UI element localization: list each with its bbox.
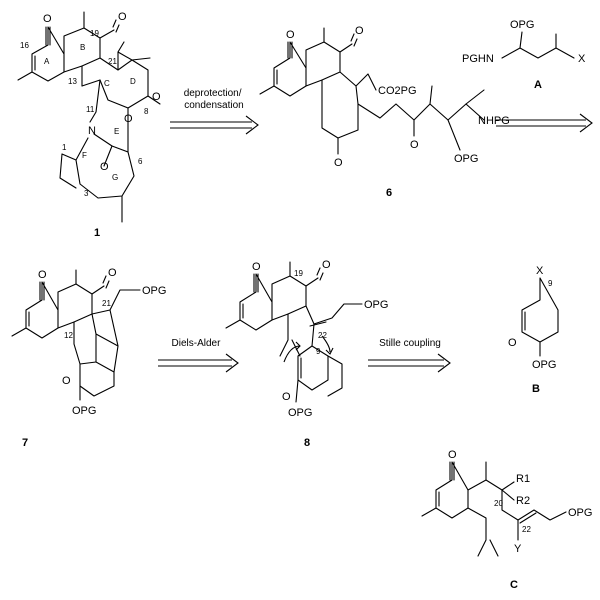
c8-pos-9: 9 — [316, 347, 321, 356]
c7-atom-o1: O — [38, 269, 47, 281]
arrow-label-deprotection-condensation: deprotection/ condensation — [184, 88, 245, 111]
c8-atom-o1: O — [252, 261, 261, 273]
c1-pos-8: 8 — [144, 107, 149, 116]
fragment-c-position-numbers: 20 22 — [494, 499, 531, 534]
c7-pos-21: 21 — [102, 299, 111, 308]
fa-atom-x: X — [578, 53, 586, 65]
c6-atom-o1: O — [286, 29, 295, 41]
fragment-b-position-numbers: 9 — [548, 279, 553, 288]
fragment-b-structure — [521, 277, 559, 357]
c1-pos-21: 21 — [108, 57, 117, 66]
ring-label-a: A — [44, 57, 50, 66]
c8-pos-22: 22 — [318, 331, 327, 340]
fc-atom-r1: R1 — [516, 473, 530, 485]
fb-pos-9: 9 — [548, 279, 553, 288]
c1-pos-3: 3 — [84, 189, 89, 198]
ring-label-b: B — [80, 43, 85, 52]
compound-7-structure — [11, 269, 141, 401]
fc-atom-y: Y — [514, 543, 522, 555]
c7-atom-o2: O — [108, 267, 117, 279]
compound-label-b: B — [532, 383, 540, 395]
compound-label-8: 8 — [304, 437, 310, 449]
c1-pos-1: 1 — [62, 143, 67, 152]
c8-atom-opg2: OPG — [288, 407, 312, 419]
compound-label-1: 1 — [94, 227, 100, 239]
fragment-c-structure — [421, 461, 567, 557]
c6-atom-o3: O — [334, 157, 343, 169]
compound-label-7: 7 — [22, 437, 28, 449]
c6-atom-nhpg: NHPG — [478, 115, 510, 127]
c7-atom-opg2: OPG — [72, 405, 96, 417]
fragment-c-atom-labels: O R1 R2 Y OPG — [448, 449, 592, 555]
c1-pos-11: 11 — [86, 105, 95, 114]
fa-atom-pghn: PGHN — [462, 53, 494, 65]
fragment-a-structure — [501, 31, 575, 59]
c7-atom-opg1: OPG — [142, 285, 166, 297]
fb-atom-opg: OPG — [532, 359, 556, 371]
c1-pos-6: 6 — [138, 157, 143, 166]
c6-atom-o2: O — [355, 25, 364, 37]
c7-pos-12: 12 — [64, 331, 73, 340]
compound-8-atom-labels: O O OPG O OPG — [252, 259, 388, 419]
fc-atom-r2: R2 — [516, 495, 530, 507]
fragment-b-atom-labels: X O OPG — [508, 265, 556, 371]
arrow-retro-6-to-a — [496, 113, 593, 133]
compound-label-c: C — [510, 579, 518, 591]
c8-atom-opg1: OPG — [364, 299, 388, 311]
c6-atom-co2pg: CO2PG — [378, 85, 417, 97]
fc-atom-o: O — [448, 449, 457, 461]
compound-1-ring-labels: A B C D E F G — [44, 43, 136, 182]
compound-1-position-numbers: 16 19 21 13 11 8 1 6 3 — [20, 29, 149, 198]
ring-label-f: F — [82, 151, 87, 160]
fragment-a-atom-labels: PGHN OPG X — [462, 19, 586, 65]
compound-label-a: A — [534, 79, 542, 91]
c1-atom-o2: O — [118, 11, 127, 23]
compound-7-position-numbers: 21 12 — [64, 299, 111, 340]
arrow-deprotection-condensation: deprotection/ condensation — [170, 88, 259, 135]
c8-pos-19: 19 — [294, 269, 303, 278]
c1-pos-19: 19 — [90, 29, 99, 38]
c1-atom-o3: O — [152, 91, 161, 103]
c1-atom-o4: O — [100, 161, 109, 173]
ring-label-g: G — [112, 173, 118, 182]
c1-atom-o1: O — [43, 13, 52, 25]
compound-1-structure — [17, 11, 161, 223]
compound-8-position-numbers: 19 22 9 — [294, 269, 327, 356]
compound-1-atom-labels: O O O N O O — [43, 11, 161, 173]
compound-7-atom-labels: O O OPG O OPG — [38, 267, 166, 417]
arrow-label-stille-coupling: Stille coupling — [379, 338, 441, 349]
c1-pos-16: 16 — [20, 41, 29, 50]
fb-atom-o: O — [508, 337, 517, 349]
compound-6-atom-labels: O O O O CO2PG NHPG OPG — [286, 25, 510, 169]
fc-pos-20: 20 — [494, 499, 503, 508]
fb-atom-x: X — [536, 265, 544, 277]
c8-atom-o2: O — [322, 259, 331, 271]
fc-atom-opg: OPG — [568, 507, 592, 519]
fc-pos-22: 22 — [522, 525, 531, 534]
c1-atom-o5: O — [124, 113, 133, 125]
compound-6-structure — [259, 27, 485, 155]
c6-atom-opg: OPG — [454, 153, 478, 165]
compound-8-structure — [225, 261, 363, 403]
ring-label-e: E — [114, 127, 119, 136]
arrow-stille-coupling: Stille coupling — [368, 338, 451, 373]
c1-atom-n: N — [88, 125, 96, 137]
arrow-label-diels-alder: Diels-Alder — [172, 338, 222, 349]
c7-atom-o3: O — [62, 375, 71, 387]
ring-label-d: D — [130, 77, 136, 86]
ring-label-c: C — [104, 79, 110, 88]
c6-atom-o4: O — [410, 139, 419, 151]
fa-atom-opg: OPG — [510, 19, 534, 31]
c8-atom-o3: O — [282, 391, 291, 403]
arrow-diels-alder: Diels-Alder — [158, 338, 239, 373]
c1-pos-13: 13 — [68, 77, 77, 86]
compound-label-6: 6 — [386, 187, 392, 199]
